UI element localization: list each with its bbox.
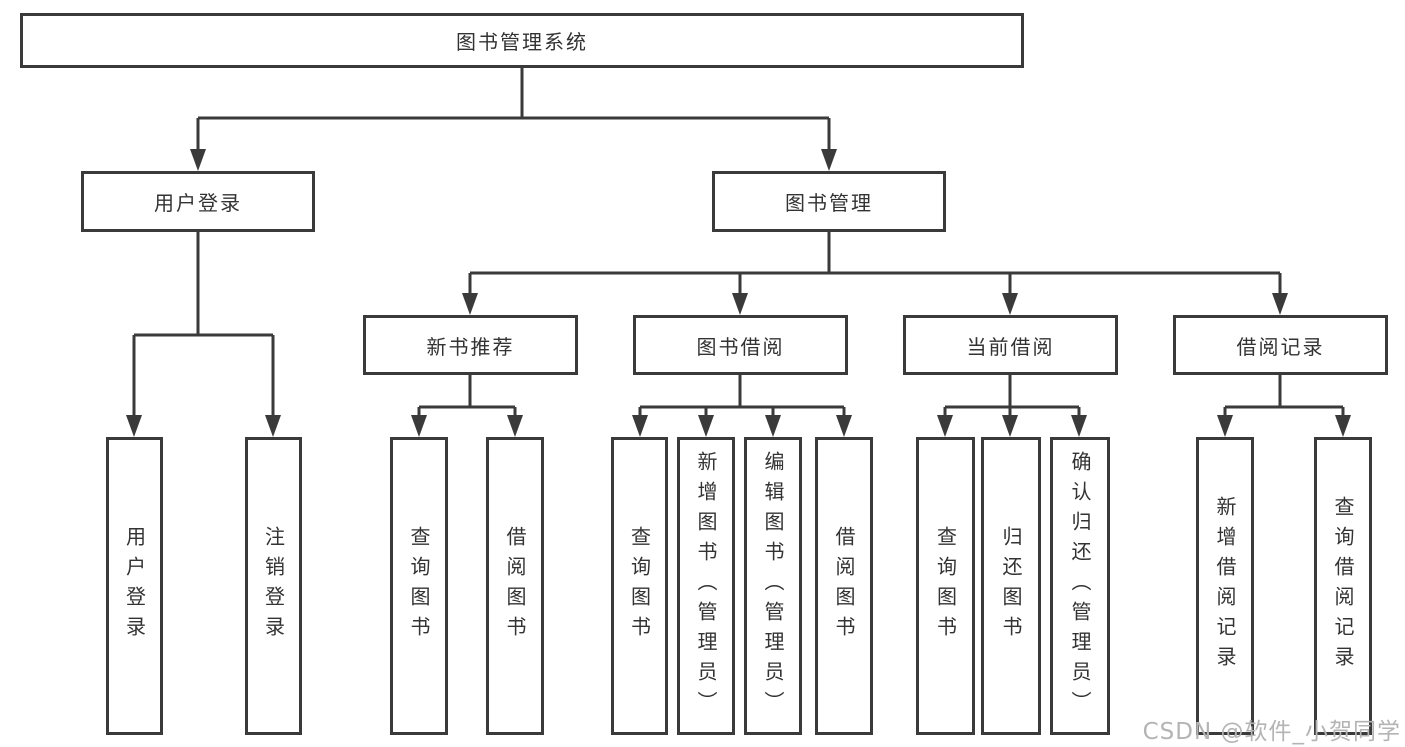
leaf-borrow-books-1: 借阅图书 [486,437,544,735]
csdn-watermark: CSDN @软件_小贺同学 [1142,719,1401,745]
node-borrow-record: 借阅记录 [1173,315,1388,375]
leaf-logout-label: 注销登录 [261,526,286,646]
node-new-book-recommend-label: 新书推荐 [426,334,515,359]
node-borrow-record-label: 借阅记录 [1236,334,1325,359]
leaf-user-login: 用户登录 [106,437,163,735]
node-root-label: 图书管理系统 [456,30,588,54]
node-new-book-recommend: 新书推荐 [363,315,578,375]
leaf-borrow-books-2-label: 借阅图书 [832,526,856,646]
node-current-borrow-label: 当前借阅 [966,334,1055,359]
leaf-add-borrow-record-label: 新增借阅记录 [1213,496,1237,676]
node-root-system: 图书管理系统 [20,13,1024,68]
leaf-confirm-return-admin-label: 确认归还（管理员） [1068,451,1092,721]
node-user-login-label: 用户登录 [154,191,242,215]
node-book-mgmt-label: 图书管理 [785,191,873,215]
leaf-query-books-2-label: 查询图书 [627,526,652,646]
connector-new-book-children [411,375,523,437]
leaf-borrow-books-2: 借阅图书 [815,437,873,735]
leaf-confirm-return-admin: 确认归还（管理员） [1050,437,1110,735]
leaf-borrow-books-1-label: 借阅图书 [503,526,527,646]
leaf-return-books-label: 归还图书 [999,526,1023,646]
leaf-return-books: 归还图书 [981,437,1041,735]
node-user-login: 用户登录 [81,171,315,232]
node-current-borrow: 当前借阅 [903,315,1118,375]
leaf-user-login-label: 用户登录 [122,526,147,646]
leaf-edit-books-admin: 编辑图书（管理员） [744,437,802,735]
leaf-query-books-1-label: 查询图书 [407,526,431,646]
leaf-query-borrow-record: 查询借阅记录 [1314,437,1372,735]
node-book-borrow-label: 图书借阅 [696,334,785,359]
leaf-query-books-2: 查询图书 [611,437,668,735]
leaf-query-books-3: 查询图书 [916,437,975,735]
connector-root-to-level2 [190,68,837,171]
leaf-query-borrow-record-label: 查询借阅记录 [1331,496,1355,676]
connector-user-login-children [126,232,281,437]
connector-book-mgmt-children [462,232,1288,315]
connector-book-borrow-children [632,375,852,437]
leaf-add-borrow-record: 新增借阅记录 [1196,437,1254,735]
leaf-query-books-1: 查询图书 [390,437,448,735]
connector-borrow-record-children [1217,375,1351,437]
leaf-edit-books-admin-label: 编辑图书（管理员） [761,451,785,721]
leaf-add-books-admin: 新增图书（管理员） [677,437,735,735]
leaf-add-books-admin-label: 新增图书（管理员） [694,451,718,721]
node-book-borrow: 图书借阅 [633,315,848,375]
leaf-query-books-3-label: 查询图书 [933,526,958,646]
leaf-logout: 注销登录 [245,437,302,735]
connector-current-borrow-children [937,375,1087,437]
node-book-mgmt: 图书管理 [712,171,946,232]
